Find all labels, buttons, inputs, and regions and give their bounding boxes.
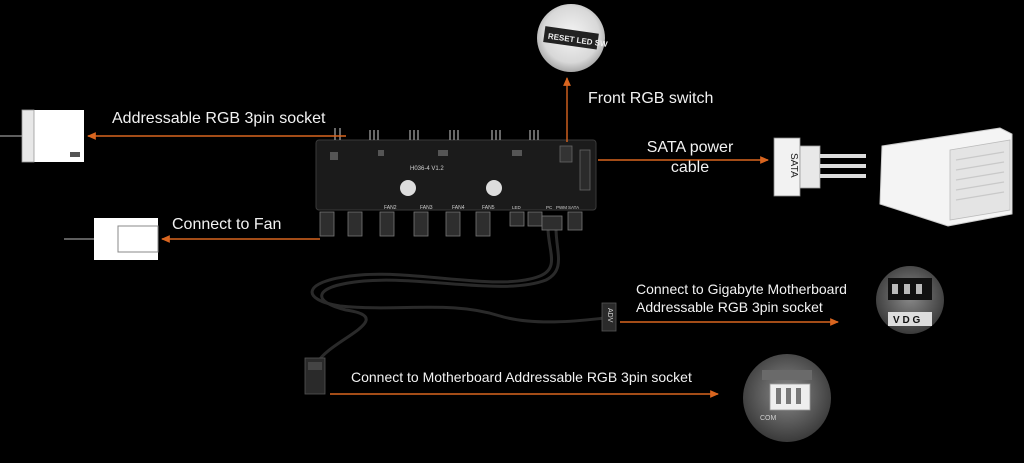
label-motherboard-argb: Connect to Motherboard Addressable RGB 3… <box>351 369 692 385</box>
vdg-socket-image: V D G <box>876 266 944 334</box>
com-label-text: COM <box>760 415 777 422</box>
label-connect-to-fan: Connect to Fan <box>172 216 282 233</box>
adv-plug: ADV <box>601 302 617 332</box>
label-argb-3pin-socket: Addressable RGB 3pin socket <box>112 110 326 127</box>
reset-led-switch-image: RESET LED SW <box>537 4 609 72</box>
io-label: PWM <box>556 205 567 210</box>
sata-power-line1: SATA power <box>646 139 734 156</box>
sata-power-line2: cable <box>670 159 710 176</box>
fan-connectors <box>319 211 583 237</box>
fan-header-label: FAN2 <box>384 205 397 211</box>
mounting-hole-right <box>486 180 502 196</box>
label-sata-power-cable: SATA power cable <box>630 138 750 178</box>
io-label: PC <box>546 205 553 210</box>
gigabyte-line1: Connect to Gigabyte Motherboard <box>636 281 847 297</box>
fan-device <box>64 218 159 260</box>
board-model-text: H036-4 V1.2 <box>410 166 444 172</box>
power-supply-image <box>879 127 1013 227</box>
mounting-hole-left <box>400 180 416 196</box>
sata-connector: SATA <box>773 137 866 197</box>
argb-socket-device <box>0 109 84 163</box>
label-gigabyte-motherboard: Connect to Gigabyte Motherboard Addressa… <box>636 280 847 316</box>
sata-connector-text: SATA <box>788 153 799 178</box>
motherboard-plug <box>304 357 326 395</box>
top-pin-headers <box>334 128 539 140</box>
fan-header-labels: FAN2 FAN3 FAN4 FAN5 <box>384 205 495 211</box>
label-front-rgb-switch: Front RGB switch <box>588 90 714 107</box>
adv-plug-text: ADV <box>606 308 613 323</box>
main-cable <box>310 226 608 364</box>
io-label: SATA <box>568 205 579 210</box>
motherboard-socket-image: COM <box>743 354 831 442</box>
gigabyte-line2: Addressable RGB 3pin socket <box>636 299 823 315</box>
fan-header-label: FAN4 <box>452 205 465 211</box>
fan-header-label: FAN5 <box>482 205 495 211</box>
vdg-socket-text: V D G <box>893 315 920 326</box>
io-label: LED <box>512 205 522 210</box>
arrows <box>87 77 839 398</box>
fan-header-label: FAN3 <box>420 205 433 211</box>
